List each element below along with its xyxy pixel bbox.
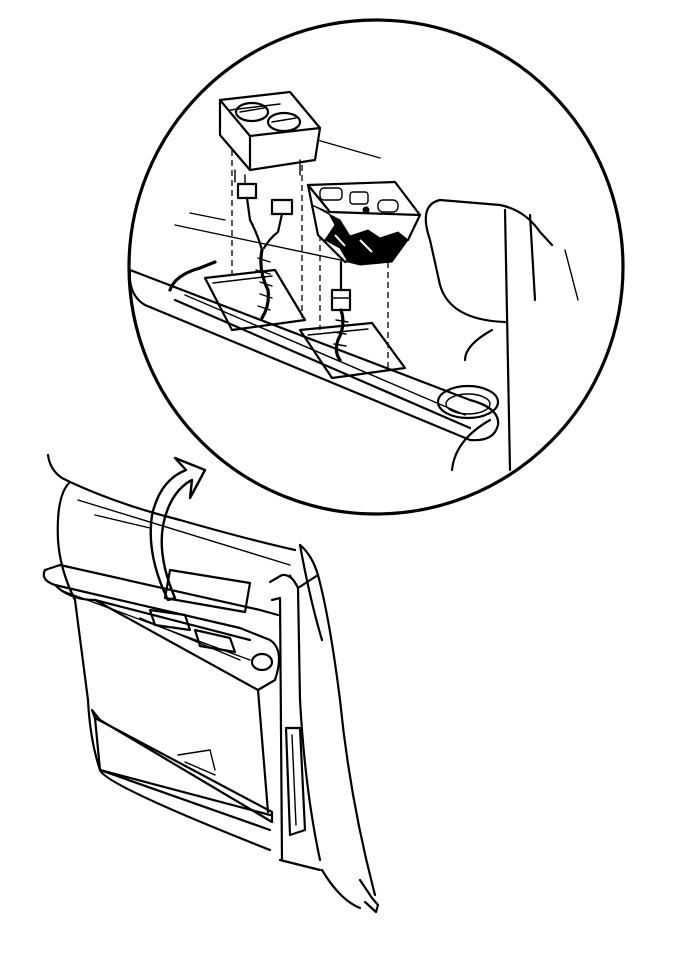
b-pillar-trim (268, 543, 380, 914)
wiring-harness (236, 182, 294, 320)
electrical-connector (330, 260, 352, 362)
armrest-switch-bezel (128, 260, 500, 442)
alignment-lines (231, 150, 389, 372)
door-trim-panel (42, 453, 297, 852)
door-switch-openings (139, 608, 274, 672)
door-pocket (90, 708, 274, 852)
callout-arrow (149, 456, 207, 602)
detail-view (127, 18, 625, 516)
lock-switch (306, 180, 422, 266)
